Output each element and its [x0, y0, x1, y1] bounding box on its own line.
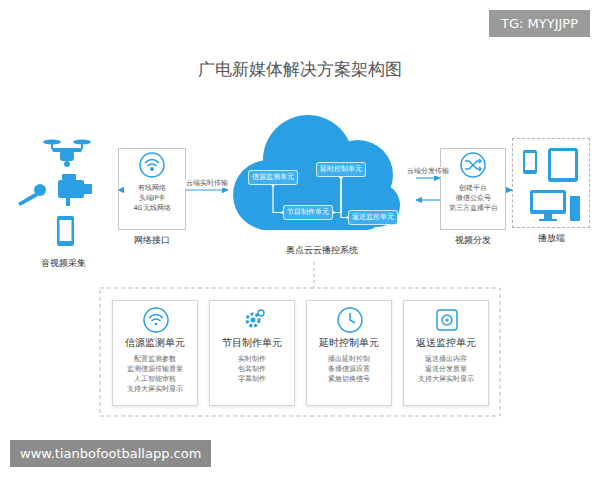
node-line: 创建平台 — [441, 183, 505, 193]
microphone-icon — [18, 184, 46, 206]
node-line: 头端IP卡 — [119, 193, 185, 203]
connector — [273, 185, 283, 213]
box-outline: 有线网络头端IP卡4G无线网络 — [118, 148, 186, 230]
unit-box: 节目制作单元 — [283, 205, 333, 220]
unit-box: 返送监控单元 — [348, 210, 398, 225]
device-icons — [523, 148, 580, 221]
shuffle-icon — [461, 153, 485, 177]
card-line: 返送播出内容 — [404, 354, 488, 364]
box-outline: 创建平台微信公众号第三方直播平台 — [440, 148, 506, 230]
node-line: 第三方直播平台 — [441, 203, 505, 213]
group-outline — [100, 288, 500, 416]
card-line: 人工智能审核 — [113, 374, 197, 384]
connector — [416, 177, 440, 178]
card-heading: 信源监测单元 — [113, 337, 197, 350]
node-line: 有线网络 — [119, 183, 185, 193]
node: 播放端 — [512, 138, 590, 250]
node-heading: 奥点云云播控系统 — [218, 244, 426, 257]
card-heading: 延时控制单元 — [307, 337, 391, 350]
node: 有线网络头端IP卡4G无线网络网络接口 — [118, 148, 186, 250]
node-heading: 播放端 — [502, 232, 600, 245]
connector — [341, 177, 348, 218]
wifi-icon — [140, 153, 164, 177]
card-heading: 返送监控单元 — [404, 337, 488, 350]
unit-icon — [239, 306, 267, 334]
edge-label: 云端实时传输 — [185, 179, 229, 188]
unit-box: 延时控制单元 — [316, 162, 366, 177]
card-heading: 节目制作单元 — [210, 337, 294, 350]
connector — [186, 189, 228, 190]
card-line: 备播信源设置 — [307, 364, 391, 374]
node: 音视频采集 — [8, 128, 119, 270]
unit-label: 信源监测单元 — [252, 173, 294, 182]
card-line: 包装制作 — [210, 364, 294, 374]
edge-label: 云端分发传输 — [406, 167, 450, 176]
drone-icon — [43, 140, 91, 168]
unit-icon — [433, 306, 461, 334]
unit-card: 节目制作单元实时制作包装制作字幕制作 — [209, 300, 295, 406]
card-line: 字幕制作 — [210, 374, 294, 384]
unit-box: 信源监测单元 — [248, 170, 298, 185]
group-link — [314, 262, 315, 288]
unit-card: 延时控制单元播出延时控制备播信源设置紧急切换信号 — [306, 300, 392, 406]
cloud-node: 奥点云云播控系统信源监测单元延时控制单元节目制作单元返送监控单元 — [228, 110, 416, 260]
unit-label: 延时控制单元 — [320, 165, 362, 174]
phone-icon — [57, 216, 74, 246]
node-line: 4G无线网络 — [119, 203, 185, 213]
card-line: 支持大屏实时显示 — [113, 384, 197, 394]
unit-label: 节目制作单元 — [287, 208, 329, 217]
connector — [333, 177, 341, 213]
box-outline — [512, 138, 590, 228]
unit-icon — [336, 306, 364, 334]
unit-label: 返送监控单元 — [352, 213, 394, 222]
node-label: 音视频采集 — [0, 257, 129, 270]
node: 创建平台微信公众号第三方直播平台视频分发 — [440, 148, 506, 250]
diagram-title: 广电新媒体解决方案架构图 — [0, 58, 600, 81]
unit-card: 信源监测单元配置监测参数监测信源传输质量人工智能审核支持大屏实时显示 — [112, 300, 198, 406]
unit-card: 返送监控单元返送播出内容返送分发质量支持大屏实时显示 — [403, 300, 489, 406]
card-line: 播出延时控制 — [307, 354, 391, 364]
camera-icon — [58, 174, 92, 206]
card-line: 配置监测参数 — [113, 354, 197, 364]
connector — [416, 199, 440, 200]
card-line: 紧急切换信号 — [307, 374, 391, 384]
card-line: 实时制作 — [210, 354, 294, 364]
watermark: TG: MYYJJPP — [489, 10, 590, 37]
node-heading: 视频分发 — [430, 234, 516, 247]
watermark: www.tianbofootballapp.com — [10, 440, 211, 467]
card-line: 监测信源传输质量 — [113, 364, 197, 374]
unit-icon — [142, 306, 170, 334]
card-line: 支持大屏实时显示 — [404, 374, 488, 384]
node-line: 微信公众号 — [441, 193, 505, 203]
node-heading: 网络接口 — [108, 234, 196, 247]
card-line: 返送分发质量 — [404, 364, 488, 374]
